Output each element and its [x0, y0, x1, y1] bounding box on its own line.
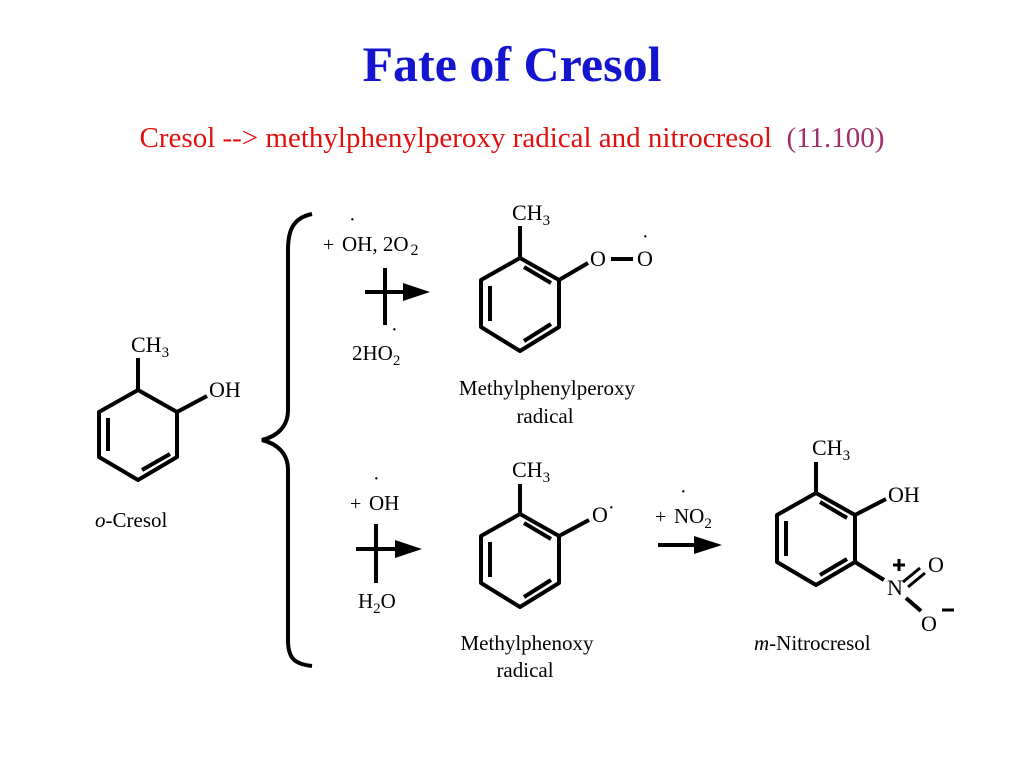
upper-reagent-plus: + [323, 234, 334, 256]
nitro-oxygen-bottom-label: O [921, 611, 937, 636]
peroxy-name-line2: radical [516, 404, 573, 428]
lower-reagent-label: OH [369, 491, 399, 515]
peroxy-methyl-label: CH3 [512, 200, 550, 229]
peroxy-oxygen-1-label: O [590, 246, 606, 271]
o-cresol-hydroxyl-label: OH [209, 377, 241, 402]
nitrocresol-ring [775, 491, 857, 587]
lower-oh-radical-dot: · [373, 468, 380, 490]
lower-byproduct-label: H2O [358, 589, 396, 617]
slide-subtitle: Cresol --> methylphenylperoxy radical an… [0, 118, 1024, 158]
nitro-single-bond [904, 596, 923, 613]
nitrocresol-methyl-label: CH3 [812, 435, 850, 464]
phenoxy-methyl-label: CH3 [512, 457, 550, 486]
phenoxy-name-line2: radical [496, 658, 553, 682]
methylphenylperoxy-structure: CH3 O O · Methylphenylperoxy radical [459, 200, 653, 428]
phenoxy-oxygen-label: O [592, 502, 608, 527]
m-nitrocresol-structure: CH3 OH N O O m-Nitrocresol [754, 435, 954, 655]
nitrocresol-nitro-bond [853, 560, 886, 582]
peroxy-ring [479, 256, 561, 353]
reaction-summary: Cresol --> methylphenylperoxy radical an… [139, 122, 772, 154]
nitrocresol-hydroxyl-label: OH [888, 482, 920, 507]
nitration-reagent-label: NO2 [674, 504, 712, 532]
nitro-double-bond-b [907, 571, 926, 589]
methylphenoxy-structure: CH3 O · Methylphenoxy radical [461, 457, 615, 682]
peroxy-name-line1: Methylphenylperoxy [459, 376, 636, 400]
slide-title: Fate of Cresol [362, 36, 662, 92]
upper-byproduct-radical-dot: · [391, 319, 398, 341]
nitration-conditions: + · NO2 [655, 481, 722, 554]
nitration-arrowhead [694, 536, 722, 554]
nitro-nitrogen-label: N [887, 575, 903, 600]
nitro-double-bond-a [902, 566, 921, 584]
o-cresol-ring [97, 388, 179, 482]
o-cresol-hydroxyl-bond [176, 394, 208, 414]
lower-arrowhead [395, 540, 422, 558]
no2-radical-dot: · [680, 481, 687, 503]
peroxy-oxygen-bond [557, 261, 590, 282]
branch-brace [261, 212, 313, 668]
phenoxy-ring [479, 512, 561, 609]
lower-reagent-plus: + [350, 493, 361, 515]
lower-reaction-conditions: + · OH H2O [350, 468, 422, 617]
phenoxy-name-line1: Methylphenoxy [461, 631, 594, 655]
peroxy-radical-dot: · [642, 226, 649, 248]
equation-reference: (11.100) [786, 122, 885, 154]
o-cresol-name: o-Cresol [95, 508, 167, 532]
nitrocresol-hydroxyl-bond [854, 497, 887, 517]
phenoxy-radical-dot: · [608, 497, 615, 519]
upper-arrowhead [403, 283, 430, 301]
nitration-reagent-plus: + [655, 506, 666, 528]
peroxy-oxygen-2-label: O [637, 246, 653, 271]
upper-oh-radical-dot: · [349, 209, 356, 231]
nitro-oxygen-top-label: O [928, 552, 944, 577]
upper-byproduct-label: 2HO2 [352, 341, 400, 369]
phenoxy-oxygen-bond [558, 518, 590, 538]
nitrocresol-name: m-Nitrocresol [754, 631, 871, 655]
nitro-positive-charge [893, 559, 905, 571]
o-cresol-methyl-label: CH3 [131, 332, 169, 361]
o-cresol-structure: CH3 OH o-Cresol [95, 332, 241, 532]
